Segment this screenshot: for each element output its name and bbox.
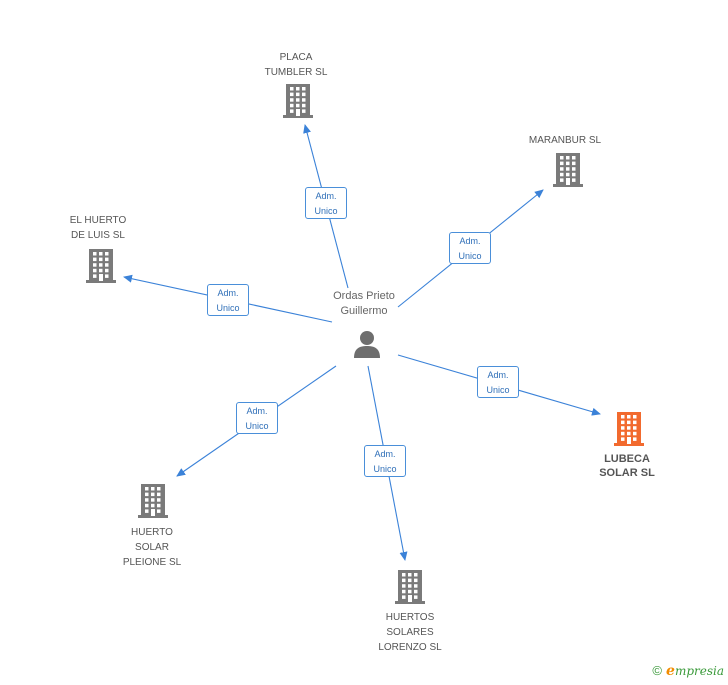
building-icon[interactable] (395, 570, 425, 609)
building-icon[interactable] (553, 153, 583, 192)
company-label-maranbur[interactable]: MARANBUR SL (528, 135, 602, 146)
brand-name: mpresia (674, 664, 724, 678)
company-label-huerto-luis[interactable]: EL HUERTO DE LUIS SL (69, 215, 127, 241)
company-label-placa[interactable]: PLACA TUMBLER SL (264, 52, 328, 78)
company-label-lorenzo[interactable]: HUERTOS SOLARES LORENZO SL (378, 612, 442, 653)
company-label-lubeca[interactable]: LUBECA SOLAR SL (599, 453, 655, 479)
edge-role-tag[interactable]: Adm. Unico (207, 284, 249, 316)
company-label-pleione[interactable]: HUERTO SOLAR PLEIONE SL (122, 527, 182, 568)
edge-role-tag[interactable]: Adm. Unico (236, 402, 278, 434)
edge-role-tag[interactable]: Adm. Unico (449, 232, 491, 264)
building-icon[interactable] (614, 412, 644, 451)
center-person-label[interactable]: Ordas Prieto Guillermo (333, 290, 395, 317)
edge-role-tag[interactable]: Adm. Unico (477, 366, 519, 398)
edge-role-tag[interactable]: Adm. Unico (305, 187, 347, 219)
building-icon[interactable] (283, 84, 313, 123)
building-icon[interactable] (138, 484, 168, 523)
edge-role-tag[interactable]: Adm. Unico (364, 445, 406, 477)
copyright-icon: © (652, 663, 663, 678)
building-icon[interactable] (86, 249, 116, 288)
footer-brand: ©empresia (652, 663, 724, 679)
person-icon[interactable] (352, 329, 382, 359)
brand-initial: e (666, 663, 675, 679)
